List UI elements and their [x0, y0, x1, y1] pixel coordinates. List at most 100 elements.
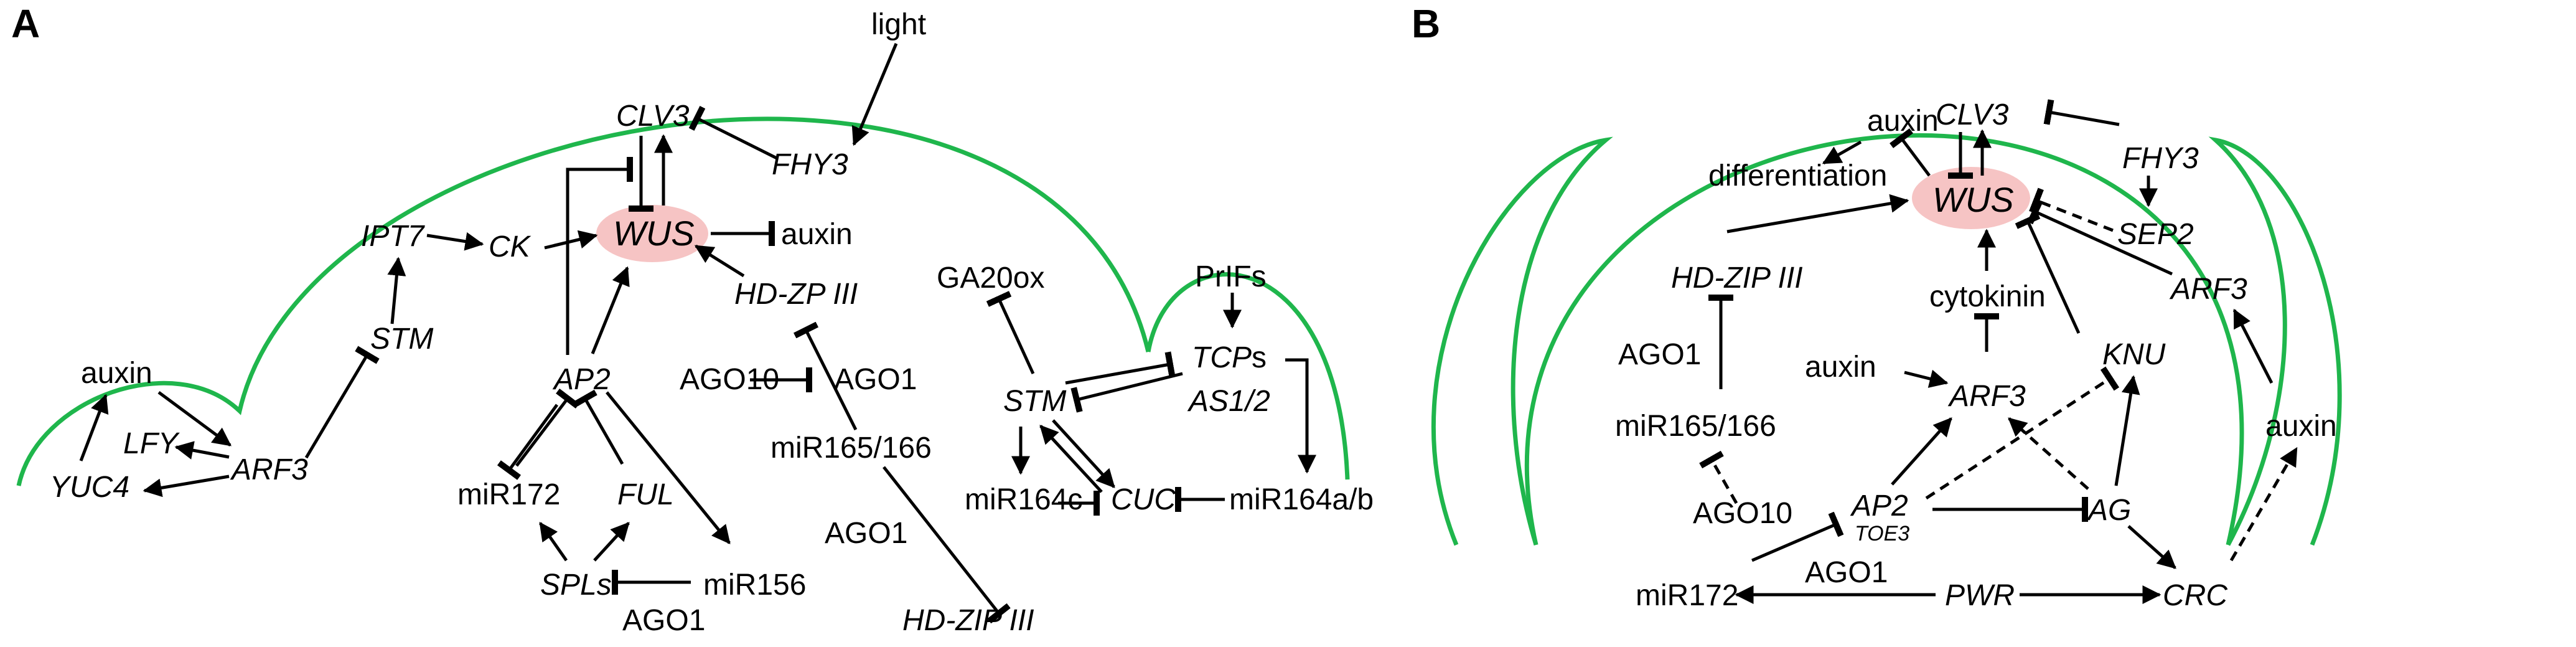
node-light: light [871, 8, 926, 41]
node-mir172: miR172 [457, 478, 560, 511]
node-b-ago1-left: AGO1 [1618, 338, 1701, 371]
node-b-ap2: AP2 [1850, 489, 1908, 522]
edge-b-mir172-ap2 [1751, 511, 1844, 562]
panel-b-wus-highlight [1912, 167, 2030, 229]
edge-mir165-hdzpiii [793, 321, 858, 431]
node-b-arf3-right: ARF3 [2169, 273, 2247, 306]
node-cuc: CUC [1111, 483, 1176, 516]
node-b-ago1-bottom: AGO1 [1805, 556, 1888, 589]
node-fhy3: FHY3 [772, 148, 848, 181]
edge-b-knu-wus [2015, 213, 2081, 334]
node-b-auxin-mid: auxin [1805, 351, 1876, 384]
panel-b: B auxin CLV3 d [1412, 1, 2342, 612]
node-b-auxin-right: auxin [2265, 410, 2337, 443]
node-b-knu: KNU [2102, 338, 2166, 371]
node-ago10: AGO10 [680, 363, 779, 396]
edge-ap2-mir172 [497, 404, 559, 480]
edge-ap2-mir156 [606, 391, 731, 544]
panel-a: A [11, 1, 1374, 637]
node-b-cytokinin: cytokinin [1929, 280, 2046, 313]
edge-stm-ipt7 [387, 257, 406, 324]
node-as1-2: AS1/2 [1187, 385, 1270, 418]
panel-b-label: B [1412, 1, 1440, 46]
node-b-mir165-166: miR165/166 [1615, 410, 1776, 443]
edge-b-ago10-mir165 [1699, 450, 1738, 504]
edge-auxin-arf3 [157, 390, 232, 447]
edge-ap2-wus [591, 266, 630, 354]
node-b-sep2: SEP2 [2117, 218, 2194, 251]
edge-stm-cuc [1052, 419, 1115, 488]
node-b-mir172: miR172 [1636, 579, 1738, 612]
node-b-clv3: CLV3 [1936, 98, 2009, 131]
edge-b-crc-auxin [2229, 446, 2298, 562]
node-b-differentiation: differentiation [1708, 159, 1887, 192]
edge-fhy3-clv3 [688, 105, 779, 161]
node-mir164c: miR164c [965, 483, 1082, 516]
node-b-arf3-center: ARF3 [1947, 380, 2026, 413]
node-b-ag: AG [2086, 494, 2131, 527]
node-ga20ox: GA20ox [937, 262, 1044, 295]
edge-b-ag-crc [2127, 525, 2176, 569]
edge-mir172-ap2 [515, 388, 579, 467]
node-auxin-right: auxin [781, 218, 853, 251]
node-prifs: PrIFs [1195, 260, 1267, 293]
panel-a-leaf-primordium-outline [1146, 272, 1350, 480]
node-b-crc: CRC [2163, 579, 2227, 612]
node-auxin-left: auxin [81, 357, 152, 390]
edge-b-ap2-arf3 [1891, 417, 1952, 486]
edge-b-auxin-differentiation [1822, 140, 1862, 165]
node-ap2: AP2 [552, 363, 611, 396]
edge-b-fhy3-clv3 [2043, 99, 2120, 126]
edge-spls-ful [593, 522, 630, 562]
edge-b-ag-knu [2114, 375, 2140, 486]
panel-b-right-primordium [2208, 136, 2342, 546]
edge-b-hdzipiii-wus [1726, 194, 1909, 234]
node-b-toe3: TOE3 [1855, 522, 1909, 545]
panel-a-label: A [11, 1, 40, 46]
node-hd-zip-iii: HD-ZIP III [902, 604, 1034, 637]
node-b-ago10: AGO10 [1693, 497, 1792, 530]
edge-mir165-hdzipiii [883, 466, 1011, 624]
node-spls: SPLs [540, 569, 612, 602]
edge-b-wus-auxin [1890, 128, 1931, 177]
edge-tcps-mir164ab [1285, 358, 1316, 474]
edge-light-fhy3 [851, 43, 898, 146]
edge-b-sep2-wus [2029, 187, 2114, 232]
edge-b-ag-arf3 [2008, 417, 2089, 490]
node-ago1-bottom-left: AGO1 [622, 604, 705, 637]
panel-a-wus-highlight [596, 205, 708, 262]
node-b-wus: WUS [1932, 180, 2014, 219]
edge-arf3-stm [304, 346, 380, 459]
node-ago1-bottom: AGO1 [825, 517, 907, 550]
panel-a-meristem-outline [16, 116, 1151, 486]
edge-stm-ga20ox [986, 291, 1035, 375]
node-b-auxin-top: auxin [1867, 105, 1939, 138]
node-lfy: LFY [123, 427, 180, 460]
edge-arf3-yuc4 [143, 475, 230, 498]
node-tcps-gene: TCP [1192, 341, 1252, 374]
node-ck: CK [489, 230, 532, 263]
node-mir156: miR156 [703, 569, 806, 602]
edge-ful-ap2 [573, 389, 624, 465]
node-wus: WUS [613, 214, 695, 253]
panel-b-left-primordium [1431, 136, 1613, 546]
node-yuc4: YUC4 [50, 471, 129, 504]
edge-b-arf3-wus [2027, 199, 2173, 276]
node-clv3: CLV3 [616, 100, 690, 133]
edge-tcps-stm [1070, 372, 1183, 413]
edge-b-auxin-arf3 [1904, 369, 1949, 388]
node-tcps-suffix: s [1252, 341, 1267, 374]
node-stm-right: STM [1003, 385, 1066, 418]
node-tcps: TCPs [1192, 341, 1267, 374]
node-arf3: ARF3 [230, 453, 308, 486]
node-ipt7: IPT7 [361, 220, 426, 253]
node-hd-zp-iii: HD-ZP III [734, 278, 858, 311]
edge-spls-mir172 [538, 521, 568, 562]
node-stm-left: STM [370, 323, 433, 356]
edge-arf3-lfy [174, 441, 230, 460]
node-mir164ab: miR164a/b [1229, 483, 1374, 516]
edge-ck-wus [544, 230, 598, 250]
edge-cuc-stm [1039, 425, 1103, 493]
edge-ap2-clv3 [566, 157, 633, 355]
